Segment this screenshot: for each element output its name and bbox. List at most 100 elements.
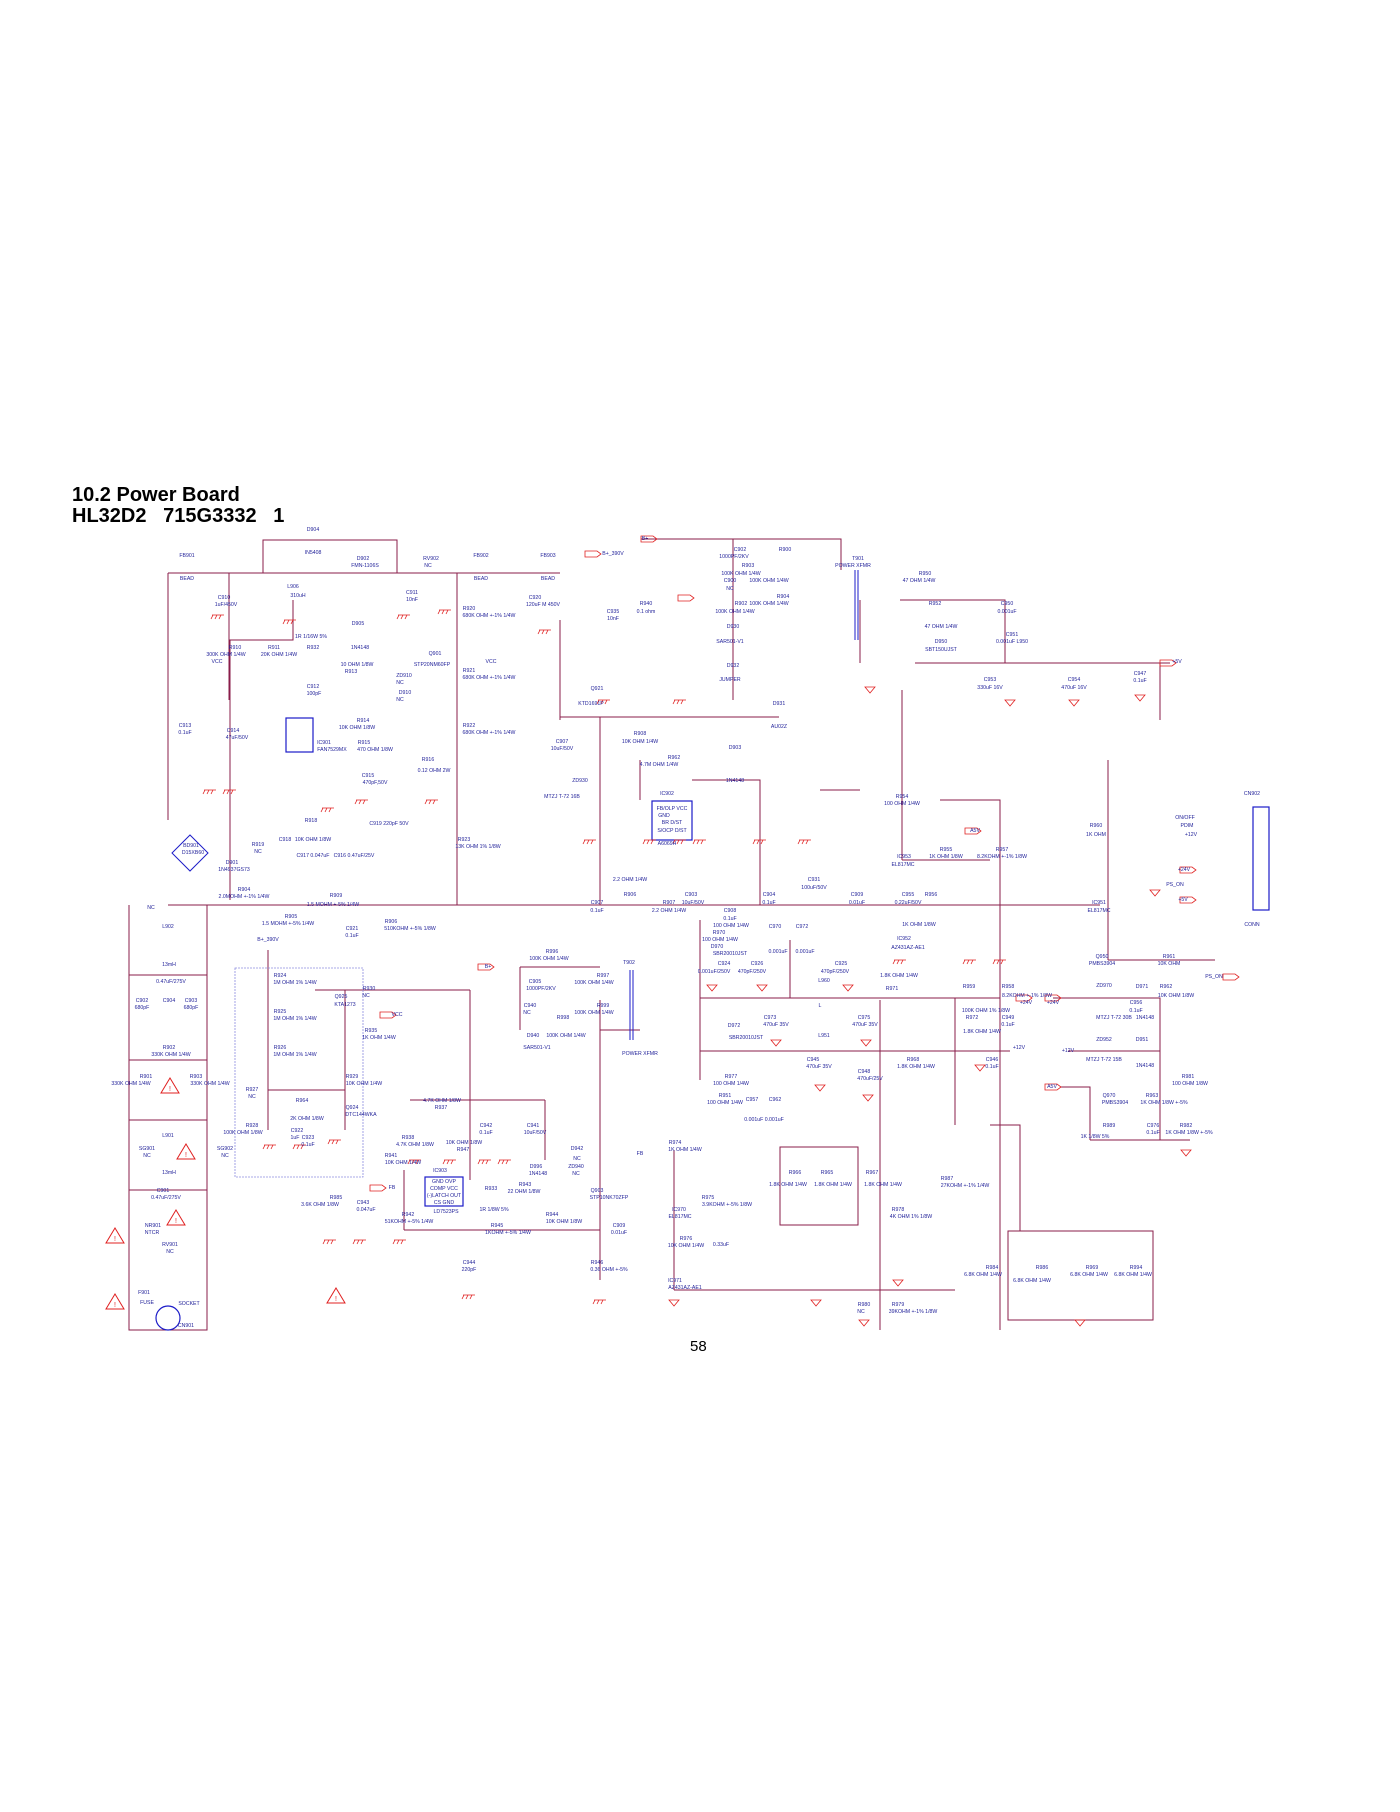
component-label: 10K OHM 1/4W bbox=[345, 1081, 383, 1087]
component-label: C970 bbox=[768, 924, 782, 930]
component-label: SBR20010JST bbox=[728, 1035, 764, 1041]
net-port-icon bbox=[640, 535, 658, 543]
component-label: R998 bbox=[556, 1015, 570, 1021]
component-label: PS_ON bbox=[1166, 882, 1184, 888]
component-label: EL817MC bbox=[891, 862, 915, 868]
component-label: R908 bbox=[633, 731, 647, 737]
component-label: C935 bbox=[606, 609, 620, 615]
component-label: 0.1uF bbox=[301, 1142, 315, 1148]
component-label: C907 bbox=[555, 739, 569, 745]
component-label: 6.8K OHM 1/4W bbox=[1114, 1272, 1152, 1278]
ground-icon bbox=[642, 839, 656, 845]
component-label: R925 bbox=[273, 1009, 287, 1015]
component-label: R910 bbox=[228, 645, 242, 651]
net-port-icon bbox=[477, 963, 495, 971]
ground-icon bbox=[392, 1239, 406, 1245]
component-label: 10K OHM 1/8W bbox=[545, 1219, 583, 1225]
component-label: AZ431AZ-AE1 bbox=[668, 1285, 702, 1291]
component-label: R963 bbox=[1145, 1093, 1159, 1099]
component-label: D972 bbox=[727, 1023, 741, 1029]
component-label: CONN bbox=[1244, 922, 1260, 928]
component-label: SAR501-V1 bbox=[523, 1045, 551, 1051]
component-label: PMBS3904 bbox=[1101, 1100, 1129, 1106]
warning-triangle-icon bbox=[176, 1143, 196, 1160]
component-label: D996 bbox=[529, 1164, 543, 1170]
component-label: C902 bbox=[135, 998, 149, 1004]
component-label: 13K OHM 1% 1/8W bbox=[455, 844, 501, 850]
component-label: FB902 bbox=[473, 553, 489, 559]
component-label: 0.001uF 0.001uF bbox=[744, 1117, 784, 1123]
component-label: 100K OHM 1% 1/8W bbox=[961, 1008, 1011, 1014]
component-label: 1R 1/8W 5% bbox=[479, 1207, 509, 1213]
component-label: R959 bbox=[962, 984, 976, 990]
component-label: D15XB60 bbox=[181, 850, 205, 856]
component-label: 1K OHM 1/8W +-5% bbox=[1165, 1130, 1213, 1136]
component-label: R947 bbox=[456, 1147, 470, 1153]
component-label: 1K OHM 1/8W bbox=[902, 922, 936, 928]
warning-triangle-icon bbox=[166, 1209, 186, 1226]
signal-ground-icon bbox=[770, 1039, 782, 1047]
component-label: 1.8K OHM 1/4W bbox=[897, 1064, 935, 1070]
component-label: NC bbox=[572, 1171, 580, 1177]
component-label: C921 bbox=[345, 926, 359, 932]
component-label: 1K OHM 1/4W bbox=[362, 1035, 396, 1041]
component-label: SG901 bbox=[138, 1146, 156, 1152]
component-label: 0.1uF bbox=[762, 900, 776, 906]
component-label: AU02Z bbox=[770, 724, 788, 730]
wire bbox=[940, 799, 1001, 1330]
component-label: NC bbox=[396, 680, 404, 686]
component-label: 470uF 16V bbox=[1061, 685, 1087, 691]
component-label: +12V bbox=[1184, 832, 1198, 838]
component-label: SG902 bbox=[216, 1146, 234, 1152]
component-label: R974 bbox=[668, 1140, 682, 1146]
component-label: MTZJ T-72 15B bbox=[1086, 1057, 1122, 1063]
component-label: R946 bbox=[590, 1260, 604, 1266]
bridge-rectifier-icon bbox=[171, 834, 209, 872]
component-label: 300K OHM 1/4W bbox=[206, 652, 246, 658]
component-label: D940 bbox=[526, 1033, 540, 1039]
component-label: POWER XFMR bbox=[622, 1051, 658, 1057]
component-label: C962 bbox=[768, 1097, 782, 1103]
component-label: 47 OHM 1/4W bbox=[902, 578, 936, 584]
wire bbox=[262, 539, 398, 573]
component-label: C909 bbox=[612, 1223, 626, 1229]
component-label: R920 bbox=[462, 606, 476, 612]
component-label: A6069H bbox=[657, 841, 677, 847]
component-label: 470 OHM 1/8W bbox=[357, 747, 393, 753]
component-label: 10K OHM 1/4W bbox=[667, 1243, 705, 1249]
component-label: Q950 bbox=[1095, 954, 1109, 960]
component-label: 1K OHM 1/8W bbox=[929, 854, 963, 860]
ground-icon bbox=[962, 959, 976, 965]
component-label: 0.1uF bbox=[590, 908, 604, 914]
component-label: KTA1273 bbox=[334, 1002, 356, 1008]
component-label: C957 bbox=[745, 1097, 759, 1103]
component-label: 100 OHM 1/4W bbox=[707, 1100, 743, 1106]
component-label: L960 bbox=[818, 978, 830, 984]
component-label: C951 bbox=[1005, 632, 1019, 638]
component-label: 2.2 OHM 1/4W bbox=[612, 877, 648, 883]
component-label: 2.2 OHM 1/4W bbox=[651, 908, 687, 914]
component-label: 100K OHM 1/4W bbox=[715, 609, 755, 615]
component-label: 100uF/50V bbox=[801, 885, 827, 891]
component-label: +24V bbox=[1046, 1000, 1060, 1006]
ground-icon bbox=[407, 1159, 421, 1165]
wire bbox=[990, 1124, 1021, 1231]
component-label: +24V bbox=[1019, 1000, 1033, 1006]
component-label: IC953 bbox=[897, 854, 911, 860]
warning-exclamation-icon: ! bbox=[169, 1086, 171, 1093]
ac-socket-icon bbox=[155, 1305, 181, 1331]
component-label: 470pF,50V bbox=[362, 780, 388, 786]
ground-icon bbox=[322, 1239, 336, 1245]
component-label: 27KOHM +-1% 1/4W bbox=[940, 1183, 990, 1189]
component-label: NC bbox=[221, 1153, 229, 1159]
component-label: CS GND bbox=[433, 1200, 455, 1206]
ground-icon bbox=[582, 839, 596, 845]
component-label: C915 bbox=[361, 773, 375, 779]
component-label: 100K OHM 1/4W bbox=[529, 956, 569, 962]
component-label: 100K OHM 1/4W bbox=[574, 980, 614, 986]
component-label: C909 bbox=[850, 892, 864, 898]
component-label: C912 bbox=[306, 684, 320, 690]
component-label: ZD952 bbox=[1096, 1037, 1112, 1043]
component-label: 1N4148 bbox=[350, 645, 370, 651]
component-label: R989 bbox=[1102, 1123, 1116, 1129]
